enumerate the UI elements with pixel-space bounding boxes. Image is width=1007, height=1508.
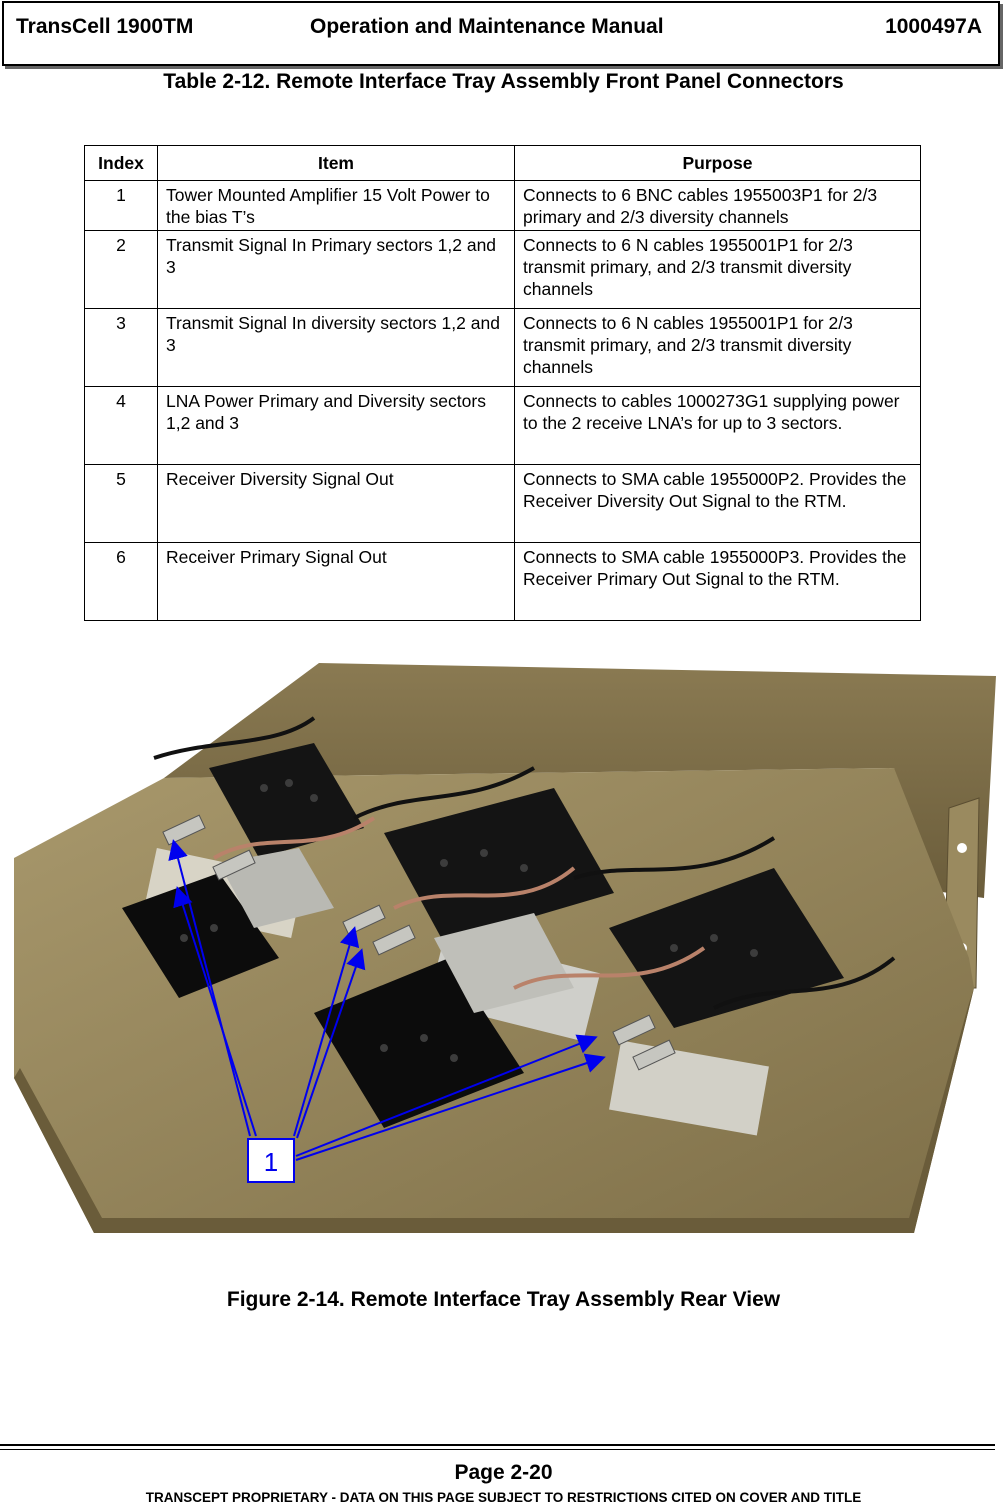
cell-purpose: Connects to SMA cable 1955000P2. Provide…: [514, 464, 921, 543]
column-header-item: Item: [157, 145, 515, 181]
table-row: 4 LNA Power Primary and Diversity sector…: [84, 386, 921, 465]
column-header-purpose: Purpose: [514, 145, 921, 181]
page-header: TransCell 1900TM Operation and Maintenan…: [2, 1, 1000, 66]
header-doc-number: 1000497A: [885, 15, 982, 38]
column-header-index: Index: [84, 145, 158, 181]
cell-purpose: Connects to 6 N cables 1955001P1 for 2/3…: [514, 230, 921, 309]
tray-assembly-photo: 1: [14, 663, 996, 1233]
cell-item: Tower Mounted Amplifier 15 Volt Power to…: [157, 180, 515, 231]
cell-item: Transmit Signal In Primary sectors 1,2 a…: [157, 230, 515, 309]
table-title: Table 2-12. Remote Interface Tray Assemb…: [163, 70, 844, 93]
cell-index: 4: [84, 386, 158, 465]
table-row: 6 Receiver Primary Signal Out Connects t…: [84, 542, 921, 621]
callout-label: 1: [264, 1147, 278, 1177]
cell-purpose: Connects to 6 N cables 1955001P1 for 2/3…: [514, 308, 921, 387]
cell-index: 6: [84, 542, 158, 621]
header-product: TransCell 1900TM: [16, 15, 194, 38]
cell-purpose: Connects to 6 BNC cables 1955003P1 for 2…: [514, 180, 921, 231]
table-header-row: Index Item Purpose: [84, 145, 921, 181]
cell-item: Transmit Signal In diversity sectors 1,2…: [157, 308, 515, 387]
cell-index: 2: [84, 230, 158, 309]
cell-item: LNA Power Primary and Diversity sectors …: [157, 386, 515, 465]
cell-item: Receiver Primary Signal Out: [157, 542, 515, 621]
table-row: 3 Transmit Signal In diversity sectors 1…: [84, 308, 921, 387]
page-number: Page 2-20: [454, 1461, 553, 1484]
proprietary-notice: TRANSCEPT PROPRIETARY - DATA ON THIS PAG…: [145, 1490, 862, 1505]
table-row: 2 Transmit Signal In Primary sectors 1,2…: [84, 230, 921, 309]
table-row: 1 Tower Mounted Amplifier 15 Volt Power …: [84, 180, 921, 231]
footer-divider: [0, 1444, 995, 1450]
connectors-table: Index Item Purpose 1 Tower Mounted Ampli…: [84, 145, 921, 621]
cell-index: 1: [84, 180, 158, 231]
cell-purpose: Connects to SMA cable 1955000P3. Provide…: [514, 542, 921, 621]
cell-item: Receiver Diversity Signal Out: [157, 464, 515, 543]
cell-purpose: Connects to cables 1000273G1 supplying p…: [514, 386, 921, 465]
header-manual-title: Operation and Maintenance Manual: [310, 15, 664, 38]
cell-index: 3: [84, 308, 158, 387]
figure-caption: Figure 2-14. Remote Interface Tray Assem…: [226, 1288, 781, 1311]
cell-index: 5: [84, 464, 158, 543]
table-row: 5 Receiver Diversity Signal Out Connects…: [84, 464, 921, 543]
